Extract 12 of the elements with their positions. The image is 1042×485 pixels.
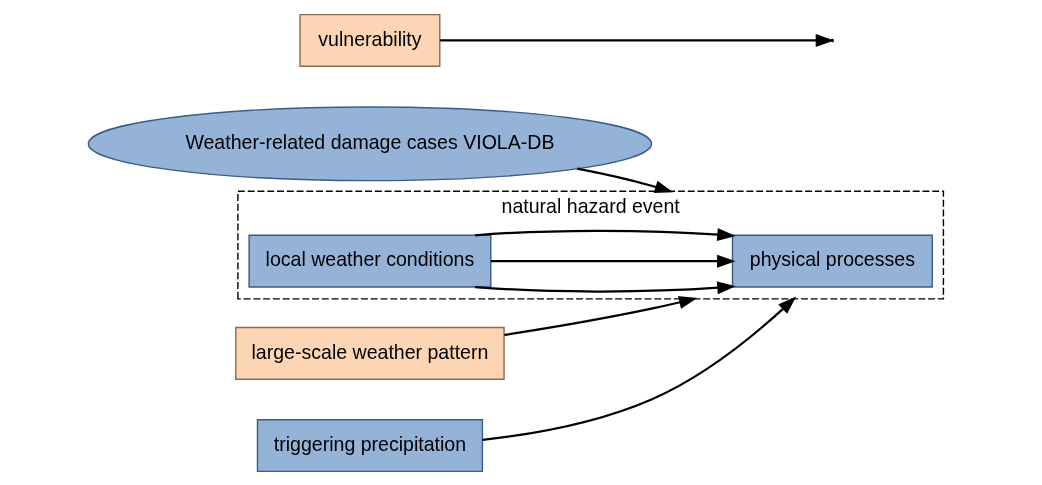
node-box: vulnerability [298, 13, 440, 67]
node-box: local weather conditions [247, 234, 491, 288]
node-box: large-scale weather pattern [234, 326, 505, 380]
arrow [482, 296, 796, 441]
arrow [576, 167, 673, 193]
arrow [474, 227, 736, 241]
node-ellipse: Weather-related damage cases VIOLA-DB [87, 105, 652, 181]
arrow [490, 254, 736, 268]
node-box: physical processes [731, 234, 933, 288]
arrow [474, 280, 736, 294]
node-box: triggering precipitation [256, 418, 483, 472]
arrow [503, 295, 697, 336]
